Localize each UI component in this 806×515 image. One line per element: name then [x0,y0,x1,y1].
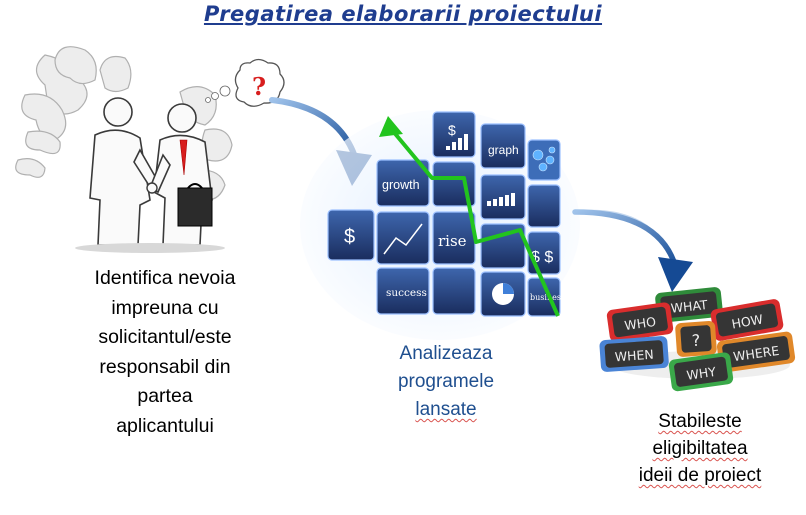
svg-text:WHY: WHY [686,364,718,383]
board-why: WHY [668,352,734,392]
tile-gears [527,139,561,181]
svg-text:$: $ [448,122,456,138]
board-when: WHEN [599,336,669,372]
flow-arrow-2 [572,209,693,292]
tile-dollar-left [327,209,375,261]
svg-text:HOW: HOW [730,311,764,331]
step3-description: Stabileste eligibiltatea ideii de proiec… [612,408,788,489]
svg-text:WHO: WHO [624,314,658,333]
svg-text:?: ? [691,331,701,351]
thought-bubble: ? [205,58,285,107]
step1-line: aplicantului [116,414,214,437]
step1-line: responsabil din [99,355,231,378]
svg-text:graph: graph [488,143,519,157]
tile-success [376,267,430,315]
tile-blank-4 [432,267,476,315]
step1-line: Identifica nevoia [94,267,236,289]
svg-text:$: $ [344,226,355,248]
svg-text:WHERE: WHERE [732,343,780,364]
step1-line: solicitantul/este [98,326,232,348]
board-where: WHERE [716,331,796,373]
step3-line: ideii de proiect [638,465,762,486]
step3-line: eligibiltatea [652,438,748,459]
step2-line: Analizeaza [399,343,493,364]
svg-text:rise: rise [438,232,467,250]
step1-line: partea [137,385,193,407]
tile-trend [376,211,430,265]
step2-description: Analizeaza programele lansate [366,340,526,424]
svg-text:WHEN: WHEN [614,347,654,365]
step3-line: Stabileste [658,411,742,432]
svg-text:growth: growth [382,178,420,192]
tile-growth [376,159,430,207]
board-who: WHO [606,302,674,342]
board-question: ? [675,320,717,357]
svg-text:$ $: $ $ [531,249,553,266]
svg-text:success: success [386,287,427,299]
step2-line: programele [397,371,495,392]
tile-blank-1 [432,161,476,207]
step1-line: impreuna cu [111,296,219,319]
board-what: WHAT [655,287,723,323]
step2-line: lansate [415,399,477,420]
handshake-illustration [15,46,233,253]
finance-tiles: $ graph growth $ rise $ $ success busine… [300,110,580,340]
question-mark-icon: ? [252,72,266,101]
svg-text:WHAT: WHAT [670,297,709,316]
tile-blank-2 [527,184,561,228]
step1-description: Identifica nevoia impreuna cu solicitant… [40,264,290,441]
board-how: HOW [710,299,784,341]
tile-graph [480,123,526,169]
page-title: Pregatirea elaborarii proiectului [203,2,603,26]
svg-text:business: business [530,293,565,302]
question-boards: WHAT WHO HOW WHEN ? WHERE [599,287,796,392]
